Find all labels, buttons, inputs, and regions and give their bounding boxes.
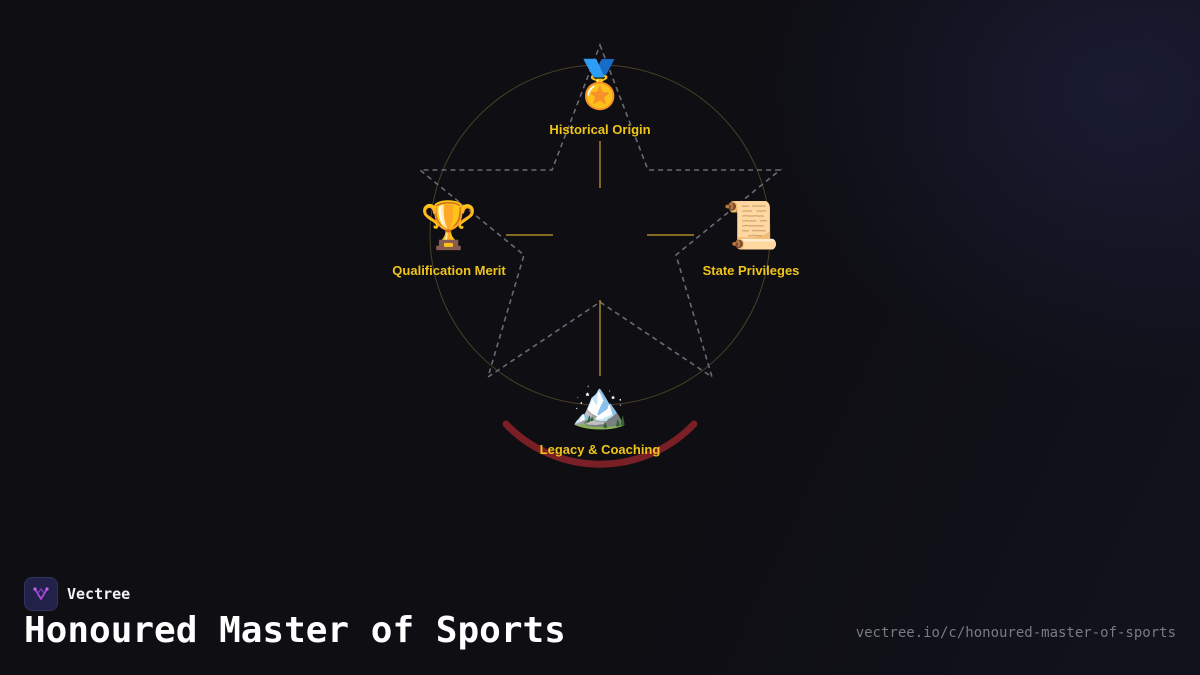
node-legacy-coaching[interactable]: 🏔️ Legacy & Coaching xyxy=(540,378,661,457)
node-label: Historical Origin xyxy=(549,122,651,137)
page-url[interactable]: vectree.io/c/honoured-master-of-sports xyxy=(855,625,1176,641)
scroll-icon: 📜 xyxy=(722,198,780,252)
page-title: Honoured Master of Sports xyxy=(24,610,566,651)
star-outline xyxy=(417,42,783,379)
vectree-logo-icon xyxy=(24,577,58,611)
node-state-privileges[interactable]: 📜 State Privileges xyxy=(703,199,800,278)
legacy-arc xyxy=(502,420,698,468)
mountain-icon: 🏔️ xyxy=(571,377,629,431)
medal-icon: 🏅 xyxy=(571,57,629,111)
node-label: Legacy & Coaching xyxy=(539,442,661,457)
trophy-icon: 🏆 xyxy=(420,198,478,252)
brand-name: Vectree xyxy=(67,585,131,603)
outer-circle xyxy=(429,64,771,406)
node-historical-origin[interactable]: 🏅 Historical Origin xyxy=(549,58,650,137)
node-label: Qualification Merit xyxy=(392,263,506,278)
node-label: State Privileges xyxy=(702,263,800,278)
brand[interactable]: Vectree xyxy=(24,577,130,611)
node-qualification-merit[interactable]: 🏆 Qualification Merit xyxy=(392,199,505,278)
